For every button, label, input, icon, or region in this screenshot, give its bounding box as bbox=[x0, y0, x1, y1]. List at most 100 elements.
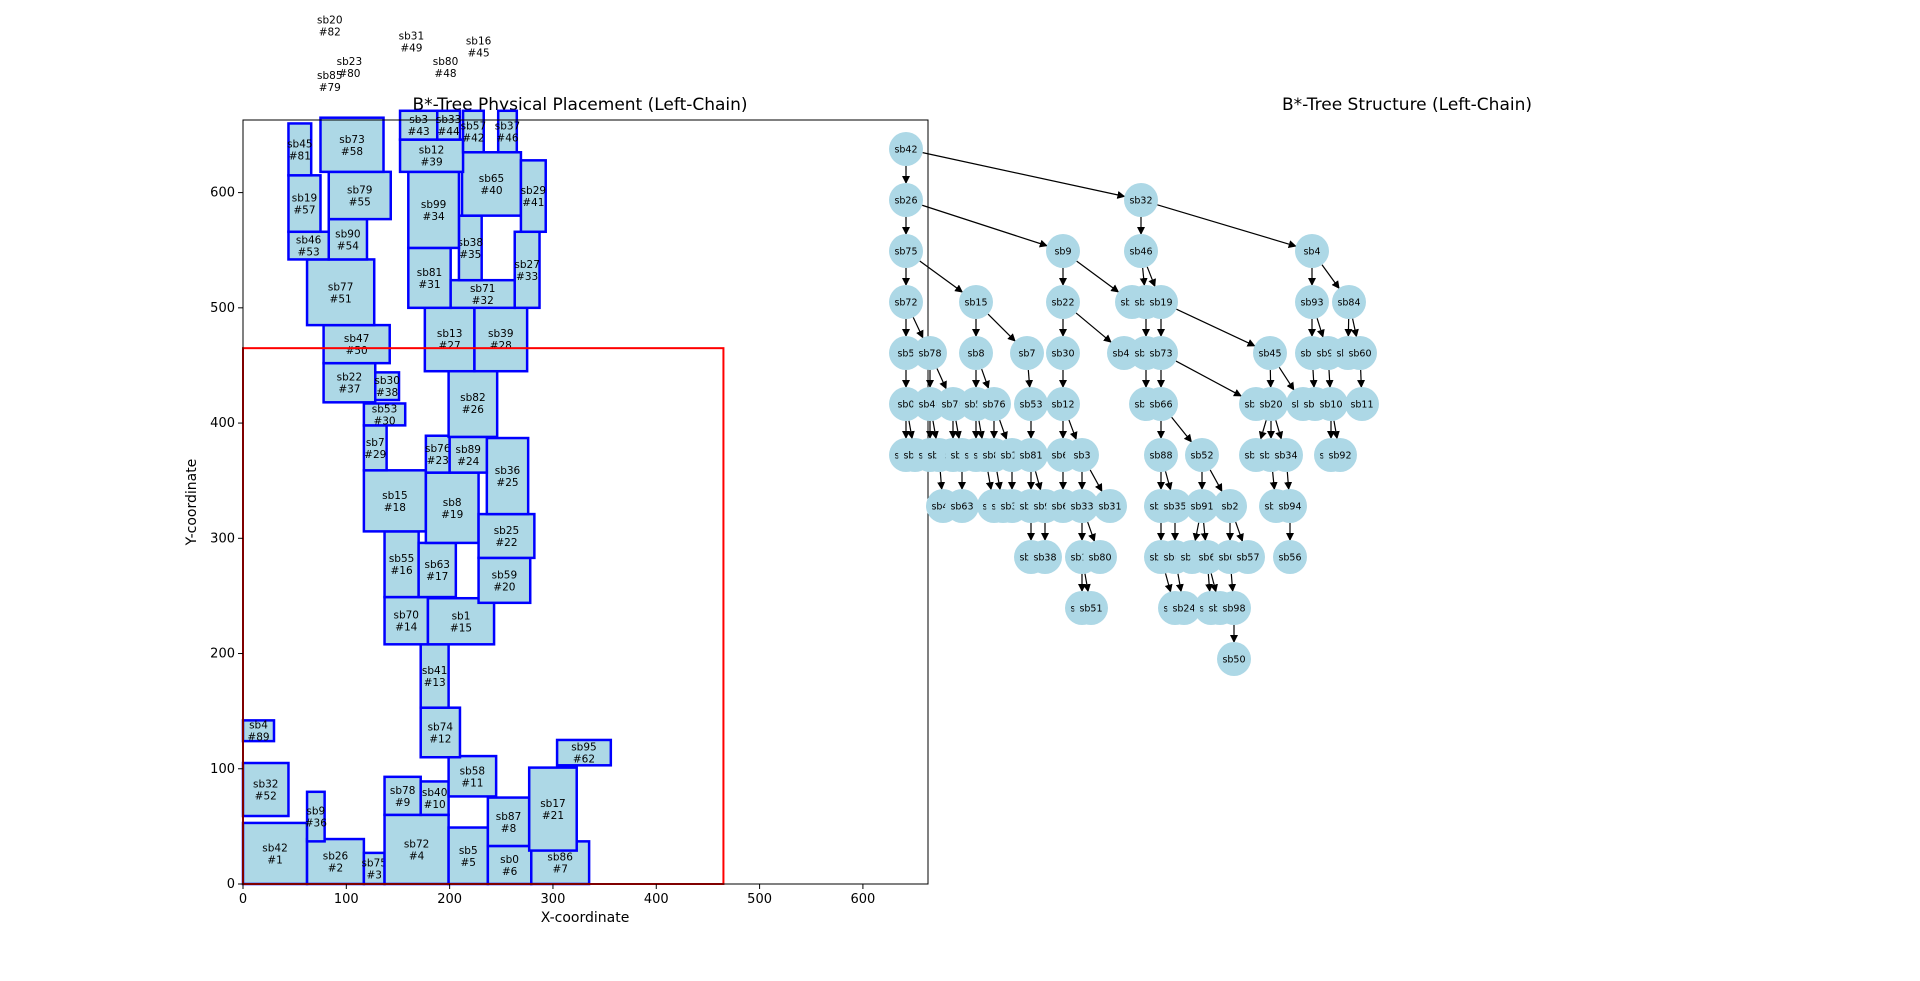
block-sb76: sb76#23 bbox=[424, 434, 451, 474]
block-name-label: sb71 bbox=[470, 283, 496, 295]
tree-edge bbox=[1258, 420, 1267, 440]
block-sb78: sb78#9 bbox=[383, 775, 422, 817]
tree-node-label: sb47 bbox=[1112, 349, 1135, 360]
x-tick-label: 300 bbox=[541, 892, 566, 907]
tree-node-label: sb89 bbox=[982, 451, 1005, 462]
tree-node-label: sb42 bbox=[894, 145, 917, 156]
block-index-label: #51 bbox=[330, 293, 352, 305]
block-index-label: #89 bbox=[247, 732, 269, 744]
block-index-label: #45 bbox=[467, 47, 489, 59]
tree-node-label: sb96 bbox=[1316, 349, 1339, 360]
tree-node-label: sb52 bbox=[1190, 451, 1213, 462]
block-rect bbox=[477, 512, 536, 560]
block-index-label: #33 bbox=[516, 271, 538, 283]
tree-node-label: sb57 bbox=[1236, 553, 1259, 564]
block-rect bbox=[383, 530, 420, 599]
block-name-label: sb16 bbox=[466, 35, 492, 47]
block-sb5: sb5#5 bbox=[447, 826, 490, 886]
tree-node-sb63: sb63 bbox=[945, 489, 979, 523]
block-index-label: #1 bbox=[267, 854, 282, 866]
tree-node-label: sb72 bbox=[894, 298, 917, 309]
tree-node-label: sb39 bbox=[1000, 502, 1023, 513]
block-name-label: sb26 bbox=[323, 851, 349, 863]
tree-edge bbox=[1164, 573, 1173, 593]
block-sb99: sb99#34 bbox=[407, 170, 461, 250]
block-rect bbox=[287, 174, 322, 234]
block-index-label: #24 bbox=[457, 456, 479, 468]
tree-node-label: sb11 bbox=[1350, 400, 1373, 411]
tree-node-circle bbox=[1065, 438, 1099, 472]
tree-node-label: sb10 bbox=[1319, 400, 1342, 411]
block-rect bbox=[473, 305, 529, 373]
x-tick-label: 0 bbox=[239, 892, 247, 907]
tree-node-circle bbox=[1343, 336, 1377, 370]
block-index-label: #35 bbox=[459, 249, 481, 261]
block-index-label: #23 bbox=[427, 455, 449, 467]
block-index-label: #48 bbox=[434, 68, 456, 80]
block-name-label: sb58 bbox=[460, 765, 486, 777]
block-name-label: sb53 bbox=[372, 403, 398, 415]
block-index-label: #55 bbox=[349, 196, 371, 208]
tree-edge bbox=[981, 368, 990, 389]
tree-node-circle bbox=[1065, 489, 1099, 523]
y-tick-label: 500 bbox=[210, 301, 235, 316]
tree-node-label: sb51 bbox=[1079, 604, 1102, 615]
tree-node-label: sb61 bbox=[1163, 553, 1186, 564]
tree-node-label: sb60 bbox=[1348, 349, 1371, 360]
block-name-label: sb0 bbox=[500, 854, 519, 866]
tree-node-sb7: sb7 bbox=[1010, 336, 1044, 370]
block-sb36: sb36#25 bbox=[485, 436, 530, 516]
tree-edge bbox=[1025, 369, 1034, 389]
block-name-label: sb39 bbox=[488, 328, 514, 340]
tree-node-circle bbox=[1345, 387, 1379, 421]
tree-node-circle bbox=[1046, 234, 1080, 268]
block-name-label: sb46 bbox=[296, 235, 322, 247]
tree-node-circle bbox=[1217, 591, 1251, 625]
block-sb9: sb9#36 bbox=[305, 790, 327, 843]
block-index-label: #46 bbox=[496, 133, 518, 145]
tree-node-circle bbox=[1083, 540, 1117, 574]
block-index-label: #6 bbox=[502, 866, 518, 878]
tree-node-label: sb91 bbox=[1190, 502, 1213, 513]
block-rect bbox=[383, 595, 430, 646]
tree-node-label: sb65 bbox=[1051, 502, 1074, 513]
tree-node-circle bbox=[1144, 438, 1178, 472]
tree-node-label: sb80 bbox=[1088, 553, 1111, 564]
block-name-label: sb37 bbox=[495, 121, 521, 133]
block-sb75: sb75#3 bbox=[361, 851, 387, 886]
tree-node-circle bbox=[1185, 438, 1219, 472]
block-rect bbox=[241, 761, 290, 818]
block-name-label: sb73 bbox=[339, 134, 365, 146]
tree-node-circle bbox=[1144, 285, 1178, 319]
block-index-label: #14 bbox=[395, 622, 417, 634]
block-rect bbox=[287, 122, 313, 177]
tree-edge bbox=[1269, 471, 1278, 491]
placement-title: B*-Tree Physical Placement (Left-Chain) bbox=[412, 95, 747, 115]
tree-node-sb52: sb52 bbox=[1185, 438, 1219, 472]
tree-edge bbox=[1325, 369, 1334, 389]
block-name-label: sb59 bbox=[492, 569, 518, 581]
tree-node-label: sb30 bbox=[1051, 349, 1074, 360]
block-rect bbox=[513, 230, 541, 310]
tree-node-label: sb22 bbox=[1051, 298, 1074, 309]
block-sb77: sb77#51 bbox=[305, 258, 376, 327]
block-index-label: #4 bbox=[409, 850, 425, 862]
tree-node-label: sb9 bbox=[1054, 247, 1071, 258]
block-index-label: #30 bbox=[373, 415, 395, 427]
tree-edge bbox=[1284, 471, 1293, 491]
block-name-label: sb80 bbox=[433, 56, 459, 68]
tree-node-circle bbox=[959, 336, 993, 370]
tree-node-label: sb16 bbox=[1070, 553, 1093, 564]
block-rect bbox=[477, 556, 532, 605]
tree-node-circle bbox=[1253, 336, 1287, 370]
tree-node-circle bbox=[889, 234, 923, 268]
tree-node-label: sb50 bbox=[1222, 655, 1245, 666]
tree-edge bbox=[1087, 521, 1096, 542]
tree-node-sb10: sb10 bbox=[1314, 387, 1348, 421]
tree-node-circle bbox=[1046, 336, 1080, 370]
tree-node-sb56: sb56 bbox=[1273, 540, 1307, 574]
tree-node-sb66: sb66 bbox=[1144, 387, 1178, 421]
tree-node-label: sb88 bbox=[1149, 451, 1172, 462]
tree-title: B*-Tree Structure (Left-Chain) bbox=[1282, 95, 1532, 115]
